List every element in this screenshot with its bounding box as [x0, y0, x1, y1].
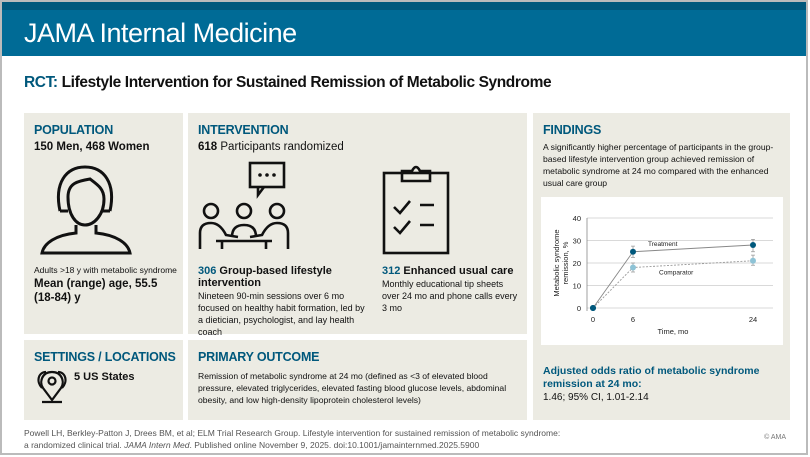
- series-label-treatment: Treatment: [648, 241, 678, 248]
- data-point-comparator: [630, 264, 636, 271]
- data-point-treatment: [750, 242, 756, 248]
- map-pins-icon: [37, 370, 67, 404]
- citation-part: a randomized clinical trial.: [24, 440, 125, 450]
- intervention-heading: INTERVENTION: [198, 123, 289, 137]
- primary-outcome-heading: PRIMARY OUTCOME: [198, 350, 320, 364]
- y-tick-label: 20: [573, 259, 581, 268]
- y-tick-label: 10: [573, 282, 581, 291]
- clipboard-checklist-icon: [382, 165, 450, 255]
- population-count: 150 Men, 468 Women: [34, 141, 150, 153]
- arm-usual-care: 312 Enhanced usual care: [382, 265, 513, 277]
- title-text: Lifestyle Intervention for Sustained Rem…: [57, 74, 552, 91]
- data-point-treatment: [630, 248, 636, 255]
- randomized-label: Participants randomized: [217, 141, 344, 153]
- data-point-treatment: [590, 305, 596, 311]
- y-tick-label: 30: [573, 237, 581, 246]
- settings-panel: SETTINGS / LOCATIONS 5 US States: [24, 340, 183, 420]
- top-strip: [2, 2, 806, 10]
- odds-ratio-value: 1.46; 95% CI, 1.01-2.14: [543, 392, 649, 403]
- data-point-comparator: [750, 257, 756, 264]
- copyright: © AMA: [764, 434, 786, 441]
- person-icon: [40, 165, 132, 255]
- series-line-treatment: [592, 244, 754, 309]
- arm-intervention-label: Group-based lifestyle intervention: [198, 265, 332, 289]
- population-criteria: Adults >18 y with metabolic syndrome: [34, 265, 177, 275]
- y-axis-label: Metabolic syndromeremission, %: [552, 229, 570, 296]
- findings-heading: FINDINGS: [543, 123, 602, 137]
- arm-intervention-n: 306: [198, 265, 217, 277]
- x-axis-label: Time, mo: [658, 327, 689, 336]
- findings-panel: FINDINGS A significantly higher percenta…: [533, 113, 790, 420]
- arm-intervention: 306 Group-based lifestyle intervention: [198, 265, 348, 289]
- randomized-n: 618: [198, 141, 218, 153]
- population-panel: POPULATION 150 Men, 468 Women Adults >18…: [24, 113, 183, 334]
- settings-heading: SETTINGS / LOCATIONS: [34, 350, 176, 364]
- y-tick-label: 0: [577, 304, 581, 313]
- arm-usual-care-label: Enhanced usual care: [400, 265, 514, 277]
- page-title: RCT: Lifestyle Intervention for Sustaine…: [24, 74, 552, 92]
- journal-name: JAMA Internal Medicine: [24, 18, 297, 48]
- citation: Powell LH, Berkley-Patton J, Drees BM, e…: [24, 427, 560, 451]
- series-line-comparator: [592, 260, 754, 309]
- population-age: Mean (range) age, 55.5 (18-84) y: [34, 278, 158, 304]
- header: JAMA Internal Medicine: [2, 10, 806, 56]
- primary-outcome-panel: PRIMARY OUTCOME Remission of metabolic s…: [188, 340, 527, 420]
- arm-usual-care-desc: Monthly educational tip sheets over 24 m…: [382, 279, 518, 313]
- group-discussion-icon: [198, 161, 290, 249]
- citation-line2: a randomized clinical trial. JAMA Intern…: [24, 439, 560, 451]
- odds-ratio-label: Adjusted odds ratio of metabolic syndrom…: [543, 365, 760, 390]
- randomized-count: 618 Participants randomized: [198, 141, 344, 153]
- findings-summary: A significantly higher percentage of par…: [543, 142, 774, 188]
- y-tick-label: 40: [573, 214, 581, 223]
- primary-outcome-text: Remission of metabolic syndrome at 24 mo…: [198, 371, 507, 405]
- citation-line1: Powell LH, Berkley-Patton J, Drees BM, e…: [24, 428, 561, 438]
- citation-part: . Published online November 9, 2025. doi…: [189, 440, 480, 450]
- citation-journal: JAMA Intern Med: [124, 440, 190, 450]
- title-prefix: RCT:: [24, 74, 58, 91]
- x-tick-label: 0: [591, 315, 595, 324]
- arm-usual-care-n: 312: [382, 265, 401, 277]
- series-label-comparator: Comparator: [659, 269, 694, 276]
- population-heading: POPULATION: [34, 123, 114, 137]
- x-tick-label: 6: [631, 315, 635, 324]
- settings-value: 5 US States: [74, 371, 135, 383]
- arm-intervention-desc: Nineteen 90-min sessions over 6 mo focus…: [198, 291, 365, 337]
- x-tick-label: 24: [749, 315, 757, 324]
- intervention-panel: INTERVENTION 618 Participants randomized…: [188, 113, 527, 337]
